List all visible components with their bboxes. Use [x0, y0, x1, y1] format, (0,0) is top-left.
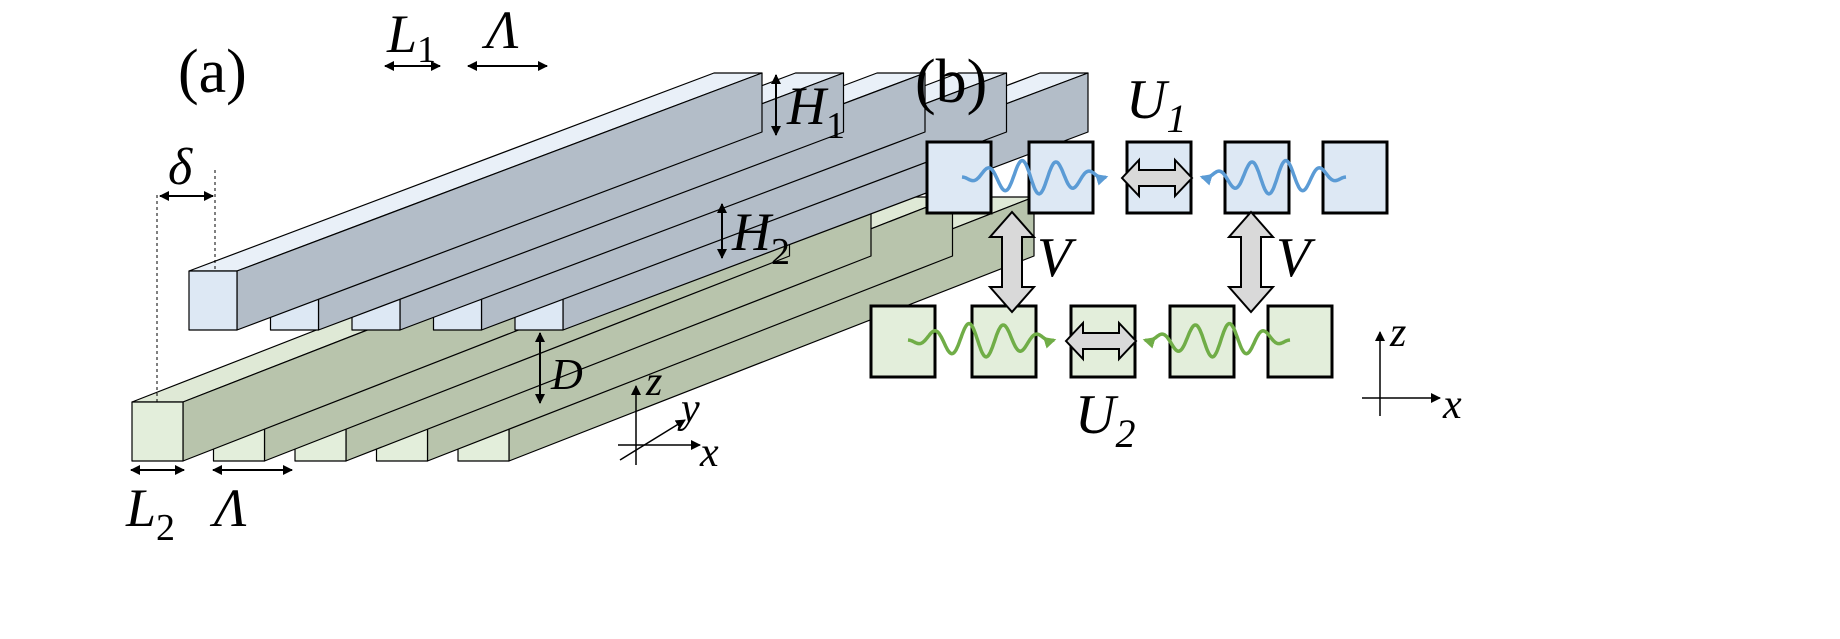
V-label-right: V — [1276, 227, 1316, 289]
H1-label: H1 — [786, 76, 845, 147]
L2-label: L2 — [125, 478, 175, 549]
panel-a-label: (a) — [178, 38, 247, 106]
bottom-waveguide-1 — [869, 304, 937, 379]
bottom-waveguide-4 — [1168, 304, 1236, 379]
bottom-waveguide-2 — [970, 304, 1038, 379]
wave-arrow-bottom-right — [1142, 321, 1291, 359]
H2-label: H2 — [731, 202, 790, 273]
wave-arrow-top-right — [1199, 158, 1347, 196]
top-waveguide-1 — [925, 140, 993, 215]
lambda-bottom-label: Λ — [209, 478, 247, 538]
panel-a: (a) L1 Λ H1 H2 δ D L2 Λ z y x — [125, 0, 1089, 549]
D-label: D — [550, 350, 583, 399]
V-coupling-arrow-left — [987, 210, 1037, 314]
L1-label: L1 — [386, 4, 436, 71]
x-axis-2d-label: x — [1442, 382, 1462, 428]
U2-coupling-arrow — [1064, 320, 1138, 362]
bottom-bar-1-front-face — [131, 401, 184, 462]
V-coupling-arrow-right — [1226, 210, 1276, 314]
top-waveguide-5 — [1321, 140, 1389, 215]
y-axis-3d-label: y — [677, 386, 700, 432]
U2-label: U2 — [1075, 384, 1135, 456]
panel-b: (b) U1 U2 V V z x — [869, 48, 1462, 456]
U1-coupling-arrow — [1120, 157, 1194, 199]
axes-2d: z x — [1362, 310, 1462, 428]
y-axis-3d — [619, 419, 686, 461]
top-waveguide-4 — [1223, 140, 1291, 215]
delta-label: δ — [168, 139, 193, 196]
U1-label: U1 — [1126, 69, 1186, 141]
top-layer-bars — [188, 72, 1089, 331]
V-label-left: V — [1037, 227, 1077, 289]
panel-b-label: (b) — [915, 48, 987, 116]
lambda-top-label: Λ — [481, 0, 519, 60]
z-axis-3d-label: z — [645, 359, 662, 405]
bottom-waveguide-5 — [1266, 304, 1334, 379]
wave-arrow-bottom-left — [907, 321, 1057, 359]
axes-3d: z y x — [618, 359, 719, 476]
x-axis-3d-label: x — [699, 430, 719, 476]
z-axis-2d-label: z — [1389, 310, 1406, 356]
top-bar-1-front-face — [188, 270, 238, 331]
wave-arrow-top-left — [961, 158, 1109, 196]
